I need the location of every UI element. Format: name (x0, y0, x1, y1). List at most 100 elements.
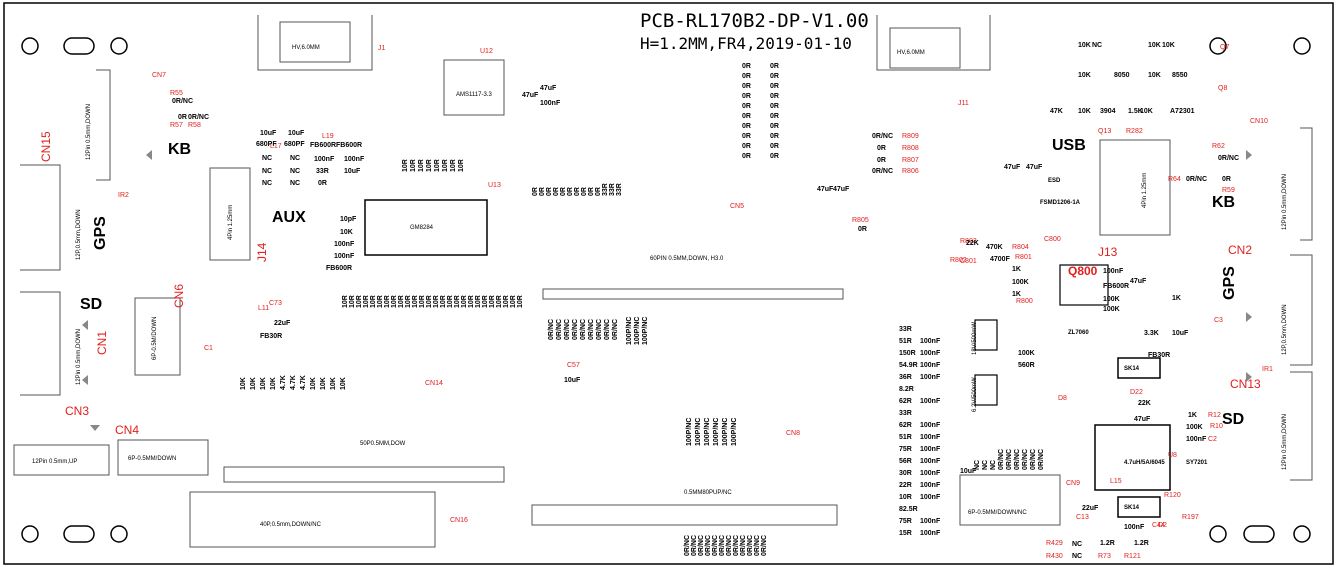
component-value: 10R (426, 159, 433, 172)
component-value: 0R/NC (572, 318, 579, 340)
component-value: 47uF (540, 85, 557, 92)
component-value: 47uF (522, 92, 539, 99)
component-value: 22K (966, 240, 979, 247)
component-value: 10uF (260, 130, 277, 137)
component-value: 10K (320, 377, 327, 390)
component-value: 4.7K (280, 375, 287, 390)
component-value: NC (1072, 553, 1083, 560)
component-value: 100nF (1186, 436, 1207, 443)
component-value: 33R (899, 326, 912, 333)
component-value: 4.7K (300, 375, 307, 390)
component-value: 8550 (1172, 72, 1188, 79)
component-value: 30R (899, 470, 912, 477)
component-value: 0R/NC (698, 534, 705, 556)
component-value: 0R (770, 133, 779, 140)
component-value: 0R/NC (761, 534, 768, 556)
component-value: 10R (442, 159, 449, 172)
component-value: 0R/NC (740, 534, 747, 556)
component-value: 0R/NC (747, 534, 754, 556)
component-value: 1K (1012, 291, 1021, 298)
component-value: NC (262, 180, 273, 187)
component-value: 100P/NC (626, 316, 633, 345)
component-value: 0R (574, 187, 581, 196)
ref-c801: C801 (960, 258, 977, 265)
ref-r12: R12 (1208, 412, 1221, 419)
component-value: 54.9R (899, 362, 918, 369)
component-value: 0R (595, 187, 602, 196)
component-value: 100nF (920, 530, 941, 537)
component-value: 10pF (340, 216, 357, 223)
ref-j11: J11 (958, 100, 969, 107)
label-gps-right: GPS (1221, 266, 1238, 300)
component-value: 100K (1103, 306, 1120, 313)
component-value: 10R (426, 295, 433, 308)
ref-r809: R809 (902, 133, 919, 140)
component-value: 10R (468, 295, 475, 308)
component-value: 0R/NC (1022, 448, 1029, 470)
component-value: 100nF (920, 458, 941, 465)
ref-r802: R802 (950, 257, 967, 264)
ref-c13: C13 (1076, 514, 1089, 521)
fp-j11: HV,6.0MM (897, 50, 925, 56)
component-value: 10R (412, 295, 419, 308)
component-value: 0R (546, 187, 553, 196)
ref-c800: C800 (1044, 236, 1061, 243)
ref-l17: L17 (270, 143, 282, 150)
component-value: 10R (349, 295, 356, 308)
ref-cn13: CN13 (1230, 377, 1261, 391)
component-value: 0R (742, 83, 751, 90)
component-value: 8.2R (899, 386, 914, 393)
component-value: 0R (581, 187, 588, 196)
component-value: 680PF (284, 141, 305, 148)
component-value: 10R (461, 295, 468, 308)
component-value: 100nF (920, 374, 941, 381)
component-value: 0R (178, 114, 187, 121)
component-value: 0R (742, 93, 751, 100)
component-value: 36R (899, 374, 912, 381)
component-value: 10K (1078, 72, 1091, 79)
label-aux: AUX (272, 209, 306, 226)
component-value: 100nF (334, 241, 355, 248)
ref-r806: R806 (902, 168, 919, 175)
component-value: 100nF (540, 100, 561, 107)
mount-hole-br2 (1293, 525, 1311, 543)
fp-cn6: 6P-0.5M/DOWN (152, 316, 158, 360)
component-value: 15R (899, 530, 912, 537)
component-value: 100P/NC (731, 417, 738, 446)
fp-u8: SY7201 (1186, 460, 1208, 466)
ref-cn1: CN1 (95, 330, 109, 355)
ref-l15: L15 (1110, 478, 1122, 485)
ref-r121: R121 (1124, 553, 1141, 560)
component-value: 8050 (1114, 72, 1130, 79)
ref-cn4: CN4 (115, 423, 140, 437)
component-value: 0R (567, 187, 574, 196)
ref-r73: R73 (1098, 553, 1111, 560)
component-value: NC (290, 155, 301, 162)
component-value: 10R (418, 159, 425, 172)
component-value: 560R (1018, 362, 1035, 369)
component-value: 22R (899, 482, 912, 489)
component-value: NC (1092, 42, 1103, 49)
ref-q13: Q13 (1098, 128, 1112, 135)
fp-cn10: 12Pin 0.5mm,DOWN (1282, 173, 1288, 230)
ref-cn3: CN3 (65, 404, 90, 418)
component-value: 10K (1148, 42, 1161, 49)
component-value: NC (262, 168, 273, 175)
component-value: 470K (986, 244, 1003, 251)
component-value: 0R (553, 187, 560, 196)
component-value: FB600R (1103, 283, 1130, 290)
component-value: 10R (503, 295, 510, 308)
ref-d2: D2 (1158, 522, 1167, 529)
component-value: 150R (899, 350, 916, 357)
component-value: FB30R (260, 333, 283, 340)
component-value: 0R (770, 153, 779, 160)
component-value: 10R (447, 295, 454, 308)
ref-cn2: CN2 (1228, 243, 1253, 257)
component-value: 0R (742, 113, 751, 120)
component-value: 0R/NC (705, 534, 712, 556)
component-value: 62R (899, 398, 912, 405)
component-value: 47uF (1004, 164, 1021, 171)
component-value: 100nF (920, 482, 941, 489)
component-value: 680PF (256, 141, 277, 148)
